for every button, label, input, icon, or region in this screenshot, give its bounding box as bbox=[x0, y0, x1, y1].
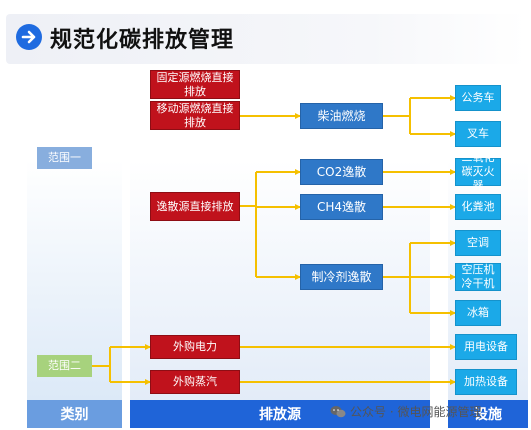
fixed-source-box: 固定源燃烧直接排放 bbox=[150, 70, 240, 99]
official-car-box: 公务车 bbox=[455, 85, 501, 111]
air-compressor-dryer-box: 空压机冷干机 bbox=[455, 263, 501, 291]
heating-equipment-box: 加热设备 bbox=[455, 369, 517, 395]
connector-refrigerant-trunk bbox=[383, 243, 411, 313]
fugitive-source-box: 逸散源直接排放 bbox=[150, 192, 240, 221]
ch4-process-box: CH4逸散 bbox=[300, 194, 383, 220]
wechat-icon bbox=[330, 405, 346, 417]
refrigerator-box: 冰箱 bbox=[455, 300, 501, 326]
co2-process-box: CO2逸散 bbox=[300, 159, 383, 185]
watermark-text: 公众号 · 微电网能源管理 bbox=[350, 405, 482, 419]
connector-diesel-trunk bbox=[383, 98, 411, 134]
connector-fugitive-trunk bbox=[240, 172, 257, 277]
forklift-box: 叉车 bbox=[455, 121, 501, 147]
septic-tank-box: 化粪池 bbox=[455, 194, 501, 220]
diesel-process-box: 柴油燃烧 bbox=[300, 103, 383, 129]
scope-two-box: 范围二 bbox=[37, 355, 92, 377]
category-column-label: 类别 bbox=[27, 400, 122, 428]
page-title: 规范化碳排放管理 bbox=[50, 28, 235, 53]
power-equipment-box: 用电设备 bbox=[455, 334, 517, 360]
purchased-power-box: 外购电力 bbox=[150, 335, 240, 359]
header-banner: 规范化碳排放管理 bbox=[6, 14, 526, 64]
devices-column-label: 设施 bbox=[448, 400, 528, 428]
purchased-steam-box: 外购蒸汽 bbox=[150, 370, 240, 394]
mobile-source-box: 移动源燃烧直接排放 bbox=[150, 101, 240, 130]
scope-one-box: 范围一 bbox=[37, 147, 92, 169]
refrigerant-process-box: 制冷剂逸散 bbox=[300, 264, 383, 290]
air-conditioner-box: 空调 bbox=[455, 230, 501, 256]
watermark: 公众号 · 微电网能源管理 bbox=[330, 403, 481, 420]
sources-column-label: 排放源 bbox=[130, 400, 430, 428]
co2-extinguisher-box: 二氧化碳灭火器 bbox=[455, 151, 501, 192]
connector-scope2-trunk bbox=[92, 347, 111, 382]
arrow-right-icon bbox=[16, 24, 42, 50]
